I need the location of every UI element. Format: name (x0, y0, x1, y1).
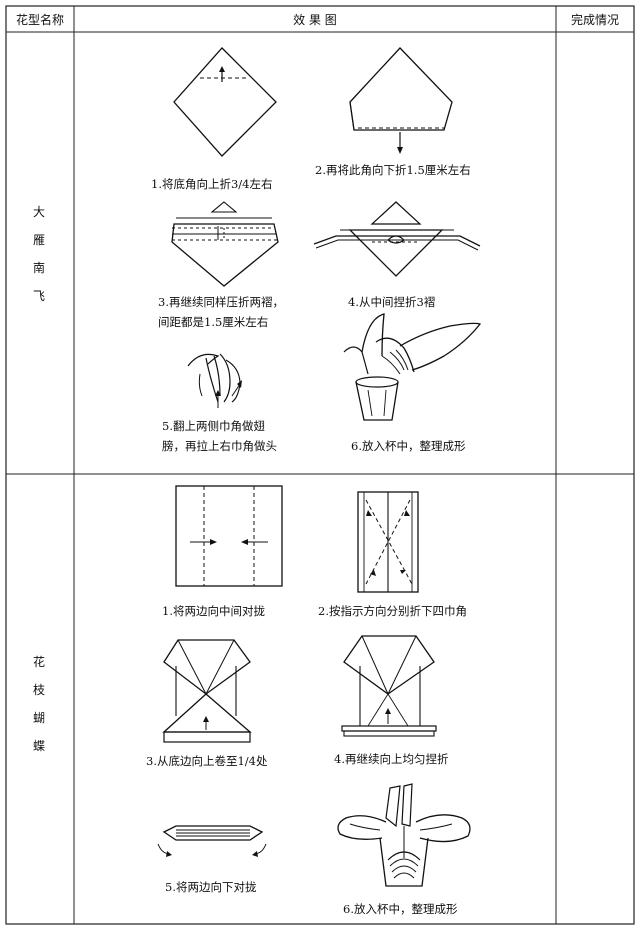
header-status-column: 完成情况 (570, 12, 619, 27)
row1-name-char: 南 (32, 261, 45, 275)
step-caption: 3.从底边向上卷至1/4处 (146, 754, 268, 768)
row1-name-char: 飞 (32, 289, 45, 303)
step-caption: 6.放入杯中，整理成形 (351, 439, 466, 453)
step-caption: 4.再继续向上均匀捏折 (334, 752, 449, 766)
fig-butterfly-step5 (157, 825, 267, 857)
fig-wild-goose-step1 (173, 47, 277, 157)
fig-wild-goose-step4 (313, 201, 481, 277)
step-caption: 2.再将此角向下折1.5厘米左右 (315, 163, 471, 177)
row2-name-char: 花 (32, 655, 45, 669)
fig-wild-goose-step6 (343, 313, 482, 421)
fig-butterfly-step6 (337, 783, 471, 887)
step-caption: 1.将两边向中间对拢 (162, 604, 265, 618)
step-caption: 6.放入杯中，整理成形 (343, 902, 458, 916)
header-name-column: 花型名称 (15, 12, 64, 27)
step-caption: 4.从中间捏折3褶 (348, 295, 436, 309)
row2-name-char: 蝶 (32, 739, 45, 753)
step-caption: 间距都是1.5厘米左右 (158, 315, 269, 329)
step-caption: 1.将底角向上折3/4左右 (151, 177, 273, 191)
fig-butterfly-step4 (341, 635, 437, 737)
row2-name-char: 枝 (32, 683, 45, 697)
step-caption: 3.再继续同样压折两褶， (158, 295, 284, 309)
fig-butterfly-step3 (162, 639, 252, 743)
row2-name-char: 蝴 (32, 711, 45, 725)
step-caption: 膀，再拉上右巾角做头 (162, 439, 277, 453)
row1-name-char: 大 (32, 205, 45, 219)
step-caption: 2.按指示方向分别折下四巾角 (318, 604, 467, 618)
row1-name-char: 雁 (32, 233, 45, 247)
fig-wild-goose-step5 (187, 353, 242, 408)
step-caption: 5.翻上两侧巾角做翅 (162, 419, 265, 433)
fig-butterfly-step2 (357, 491, 419, 593)
step-caption: 5.将两边向下对拢 (165, 880, 257, 894)
fig-wild-goose-step3 (171, 201, 279, 287)
header-diagram-column: 效 果 图 (293, 12, 337, 27)
fig-wild-goose-step2 (349, 47, 453, 154)
fig-butterfly-step1 (175, 485, 283, 587)
row1-name: 大 雁 南 飞 (9, 198, 69, 310)
row2-name: 花 枝 蝴 蝶 (9, 648, 69, 760)
